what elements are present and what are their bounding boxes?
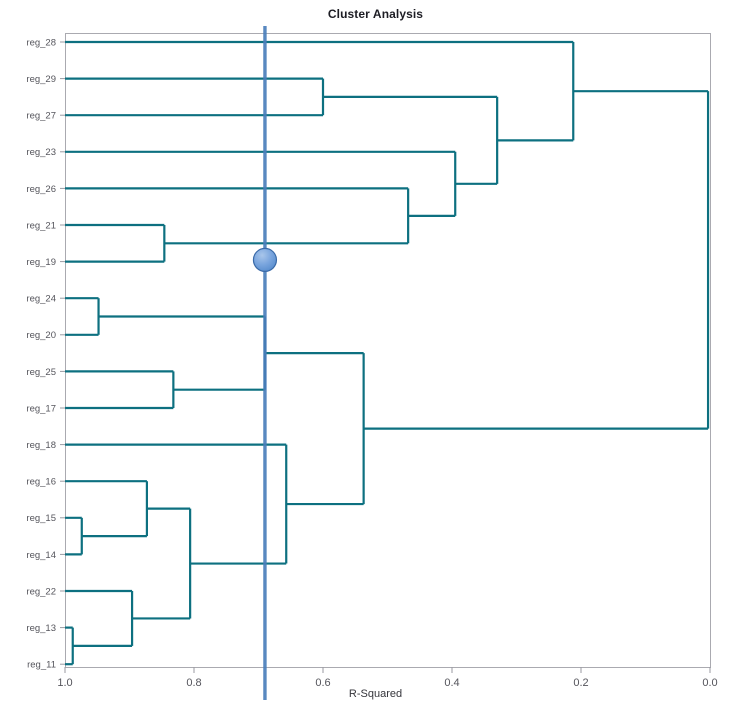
plot-frame bbox=[65, 33, 711, 668]
cluster-marker-group[interactable] bbox=[252, 247, 278, 272]
leaf-label: reg_24 bbox=[26, 294, 56, 305]
leaf-label: reg_18 bbox=[26, 440, 56, 451]
leaf-label: reg_17 bbox=[26, 403, 56, 414]
leaf-label: reg_28 bbox=[26, 37, 56, 48]
page-title: Cluster Analysis bbox=[327, 7, 424, 21]
leaf-label: reg_11 bbox=[27, 660, 56, 671]
leaf-label: reg_13 bbox=[26, 623, 56, 634]
leaf-label: reg_21 bbox=[26, 220, 56, 231]
leaf-label: reg_23 bbox=[26, 147, 56, 158]
cluster-marker[interactable] bbox=[252, 247, 278, 272]
x-tick-label: 0.2 bbox=[573, 677, 588, 689]
leaf-label: reg_20 bbox=[26, 330, 56, 341]
x-tick-group: 1.0 0.8 0.6 0.4 0.2 0.0 bbox=[57, 667, 718, 689]
x-tick-label: 0.8 bbox=[186, 677, 201, 689]
x-axis-title: R-Squared bbox=[348, 688, 403, 700]
leaf-label: reg_27 bbox=[26, 111, 56, 122]
leaf-label: reg_15 bbox=[26, 513, 56, 524]
x-tick-label: 0.0 bbox=[702, 677, 717, 689]
leaf-label: reg_29 bbox=[26, 74, 56, 85]
leaf-label: reg_25 bbox=[26, 367, 56, 378]
dendrogram-links bbox=[65, 40, 710, 666]
leaf-label: reg_16 bbox=[26, 477, 56, 488]
leaf-tick-group bbox=[60, 41, 65, 665]
leaf-label: reg_19 bbox=[26, 257, 56, 268]
x-tick-label: 1.0 bbox=[57, 677, 72, 689]
x-tick-label: 0.4 bbox=[444, 677, 459, 689]
x-tick-label: 0.6 bbox=[315, 677, 330, 689]
leaf-label: reg_14 bbox=[26, 550, 56, 561]
leaf-label: reg_22 bbox=[26, 586, 56, 597]
leaf-label-group: reg_28 reg_29 reg_27 reg_23 reg_26 reg_21 reg_… bbox=[26, 37, 56, 670]
leaf-label: reg_26 bbox=[26, 184, 56, 195]
